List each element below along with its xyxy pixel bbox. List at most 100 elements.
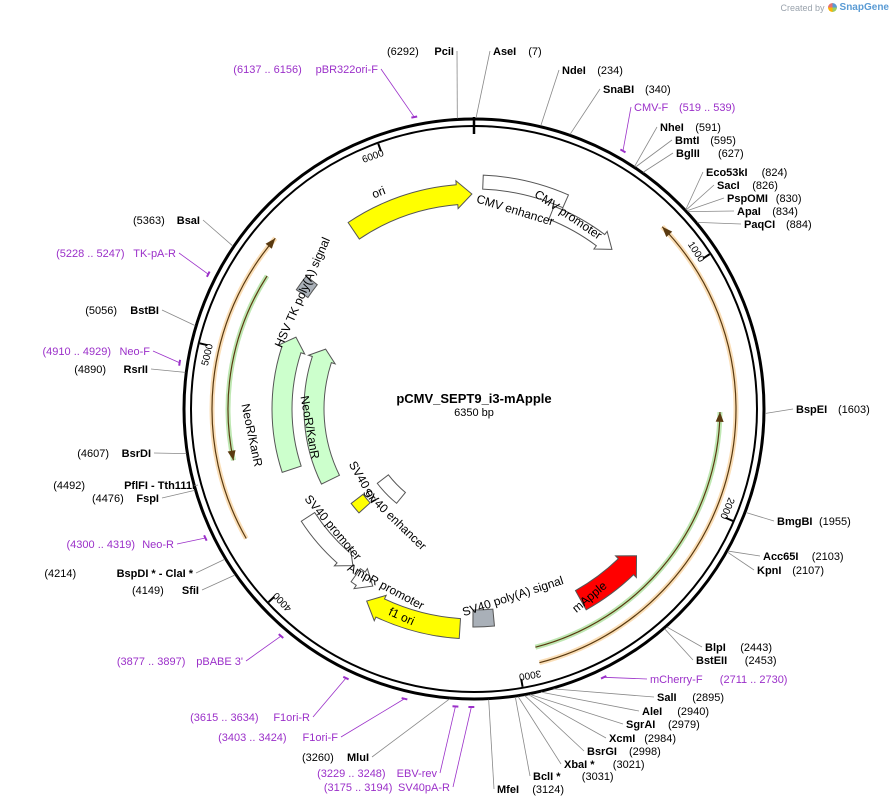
- enzyme-site[interactable]: SgrAI(2979): [626, 719, 700, 731]
- enzyme-site[interactable]: ApaI(834): [737, 206, 798, 218]
- enzyme-position: (595): [710, 135, 736, 147]
- primer-site[interactable]: EBV-rev(3229 .. 3248): [317, 768, 437, 780]
- enzyme-leader-line: [475, 50, 491, 119]
- enzyme-position: (4214): [44, 568, 76, 580]
- primer-site[interactable]: Neo-F(4910 .. 4929): [43, 346, 151, 358]
- enzyme-site[interactable]: AleI(2940): [642, 706, 709, 718]
- primer-site[interactable]: pBABE 3'(3877 .. 3897): [117, 656, 243, 668]
- enzyme-site[interactable]: BspDI * - ClaI *(4214): [44, 568, 193, 580]
- primer-range: (3175 .. 3194): [324, 782, 393, 794]
- enzyme-site[interactable]: SacI(826): [717, 180, 778, 192]
- primer-site[interactable]: pBR322ori-F(6137 .. 6156): [233, 64, 378, 76]
- enzyme-leader-line: [528, 694, 607, 739]
- primer-range: (3877 .. 3897): [117, 656, 186, 668]
- enzyme-site[interactable]: MfeI(3124): [497, 784, 564, 796]
- enzyme-position: (7): [528, 46, 541, 58]
- primer-site[interactable]: F1ori-R(3615 .. 3634): [190, 712, 310, 724]
- orf-arc-left-orange-head: [265, 238, 276, 249]
- enzyme-site[interactable]: BlpI(2443): [705, 642, 772, 654]
- enzyme-site[interactable]: NdeI(234): [562, 65, 623, 77]
- enzyme-site[interactable]: XbaI *(3021): [564, 759, 645, 771]
- enzyme-leader-line: [685, 171, 704, 210]
- enzyme-site[interactable]: BstBI(5056): [85, 305, 159, 317]
- primer-range: (6137 .. 6156): [233, 64, 302, 76]
- enzyme-site[interactable]: BmtI(595): [675, 135, 736, 147]
- primer-site[interactable]: CMV-F(519 .. 539): [634, 102, 735, 114]
- enzyme-site[interactable]: Eco53kI(824): [706, 167, 787, 179]
- enzyme-position: (824): [762, 167, 788, 179]
- primer-marker: [342, 675, 350, 681]
- sv40-promoter-feature: [300, 511, 354, 567]
- enzyme-site[interactable]: BstEII(2453): [696, 655, 777, 667]
- enzyme-position: (2895): [692, 692, 724, 704]
- enzyme-site[interactable]: BclI *(3031): [533, 771, 614, 783]
- enzyme-leader-line: [517, 696, 562, 765]
- tick-mark: [725, 516, 734, 522]
- enzyme-site[interactable]: MluI(3260): [302, 752, 369, 764]
- primer-site[interactable]: Neo-R(4300 .. 4319): [67, 539, 175, 551]
- enzyme-site[interactable]: PspOMI(830): [727, 193, 801, 205]
- enzyme-site[interactable]: KpnI(2107): [757, 565, 824, 577]
- enzyme-name: PflFI - Tth111I: [124, 480, 195, 492]
- enzyme-name: ApaI: [737, 206, 761, 218]
- enzyme-position: (234): [597, 65, 623, 77]
- enzyme-site[interactable]: SalI (2895): [657, 692, 724, 704]
- enzyme-site[interactable]: NheI(591): [660, 122, 721, 134]
- plasmid-size: 6350 bp: [454, 407, 494, 419]
- primer-name: Neo-F: [119, 346, 150, 358]
- enzyme-leader-line: [540, 69, 560, 126]
- enzyme-name: SnaBI: [603, 84, 634, 96]
- enzyme-site[interactable]: BsaI(5363): [133, 215, 200, 227]
- enzyme-site[interactable]: RsrII(4890): [74, 364, 148, 376]
- enzyme-site[interactable]: PaqCI(884): [744, 219, 812, 231]
- enzyme-site[interactable]: BspEI(1603): [796, 404, 870, 416]
- enzyme-site[interactable]: SfiI(4149): [132, 585, 199, 597]
- enzyme-site[interactable]: BmgBI(1955): [777, 516, 851, 528]
- enzyme-site[interactable]: XcmI(2984): [609, 733, 676, 745]
- enzyme-site[interactable]: SnaBI(340): [603, 84, 671, 96]
- hsv-tk-polya-feature: [295, 275, 318, 299]
- enzyme-site[interactable]: FspI(4476): [92, 493, 159, 505]
- enzyme-name: Acc65I: [763, 551, 798, 563]
- enzyme-site[interactable]: AseI(7): [493, 46, 542, 58]
- enzyme-site[interactable]: BglII(627): [676, 148, 744, 160]
- enzyme-name: XcmI: [609, 733, 635, 745]
- primer-name: SV40pA-R: [398, 782, 450, 794]
- sv40-enhancer-feature: [376, 474, 407, 504]
- enzyme-site[interactable]: BsrGI(2998): [587, 746, 661, 758]
- feature-label-ori: ori: [370, 183, 388, 201]
- orf-arc-right-green-head: [715, 412, 724, 422]
- enzyme-position: (2443): [740, 642, 772, 654]
- enzyme-leader-line: [745, 512, 775, 522]
- enzyme-leader-line: [634, 126, 658, 167]
- enzyme-leader-line: [687, 210, 735, 212]
- primer-site[interactable]: F1ori-F(3403 .. 3424): [218, 732, 338, 744]
- mapple-feature: [574, 555, 638, 611]
- enzyme-site[interactable]: PflFI - Tth111I(4492): [53, 480, 195, 492]
- enzyme-leader-line: [569, 88, 601, 135]
- primer-leader-line: [312, 677, 347, 718]
- enzyme-position: (4890): [74, 364, 106, 376]
- primer-site[interactable]: mCherry-F(2711 .. 2730): [650, 674, 787, 686]
- enzyme-position: (3021): [613, 759, 645, 771]
- enzyme-position: (3260): [302, 752, 334, 764]
- primer-range: (3403 .. 3424): [218, 732, 287, 744]
- cmv-enhancer-feature: [482, 174, 570, 209]
- enzyme-site[interactable]: BsrDI(4607): [77, 448, 151, 460]
- enzyme-leader-line: [195, 558, 225, 574]
- enzyme-site[interactable]: PciI(6292): [387, 46, 454, 58]
- enzyme-site[interactable]: Acc65I(2103): [763, 551, 844, 563]
- enzyme-leader-line: [685, 184, 715, 211]
- enzyme-name: PciI: [434, 46, 454, 58]
- primer-marker: [203, 534, 208, 542]
- primer-site[interactable]: SV40pA-R (3175 .. 3194): [324, 782, 450, 794]
- enzyme-leader-line: [664, 628, 694, 661]
- enzyme-name: SalI: [657, 692, 677, 704]
- enzyme-position: (2453): [745, 655, 777, 667]
- orf-arc-right-green-band: [534, 412, 723, 650]
- primer-site[interactable]: TK-pA-R(5228 .. 5247): [56, 248, 176, 260]
- primer-marker: [278, 633, 284, 639]
- orf-arc-left-orange: [211, 237, 276, 539]
- primer-leader-line: [176, 537, 206, 545]
- tick-mark: [377, 143, 382, 152]
